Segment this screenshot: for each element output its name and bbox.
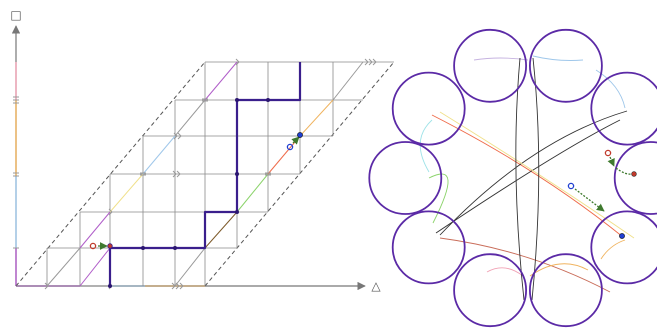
start-node — [107, 243, 113, 249]
end-node — [297, 132, 303, 138]
y-axis-label: □ — [10, 8, 21, 22]
right-start-marker — [604, 149, 612, 157]
ring-circle — [391, 210, 466, 285]
axis-tick-marks — [13, 96, 19, 249]
x-axis-label: △ — [371, 279, 381, 293]
right-panel — [368, 28, 657, 328]
ring-circle — [590, 210, 657, 285]
ring-circle — [529, 253, 603, 328]
right-start-arrow — [607, 156, 615, 167]
path-node — [235, 98, 239, 102]
ring-circle — [453, 253, 528, 328]
start-marker — [89, 242, 97, 250]
ring-circle — [368, 141, 443, 215]
right-end-node — [619, 233, 625, 239]
path-node — [235, 210, 239, 214]
right-start-arrow-tail — [615, 167, 633, 175]
ring-circle — [529, 28, 603, 103]
path-nodes — [108, 98, 270, 288]
ring-circle — [391, 71, 466, 146]
path-node — [108, 284, 112, 288]
chord-curves — [419, 55, 635, 301]
path-node — [141, 246, 145, 250]
end-arrow — [291, 136, 300, 145]
end-marker — [286, 143, 294, 151]
path-node — [173, 246, 177, 250]
edge-tick-marks — [44, 58, 377, 290]
path-node — [266, 98, 270, 102]
ring-circle — [613, 141, 657, 215]
left-panel: △ □ — [10, 8, 395, 293]
right-start-node — [631, 171, 637, 177]
ring-circle — [453, 28, 528, 103]
outer-circle-ring — [368, 28, 657, 328]
ring-circle — [590, 71, 657, 146]
right-end-arrow — [574, 188, 605, 212]
right-end-marker — [567, 182, 575, 190]
grid-lines — [16, 61, 394, 287]
path-node — [235, 172, 239, 176]
